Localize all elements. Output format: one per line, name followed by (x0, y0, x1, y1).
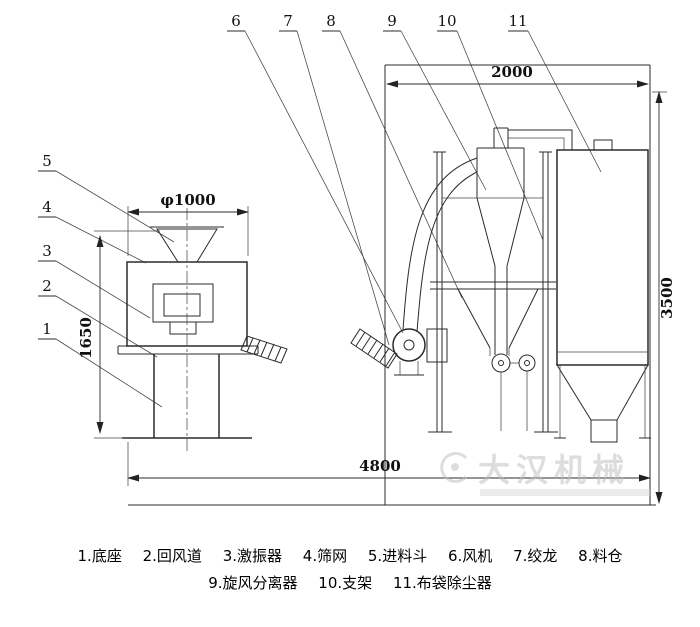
legend-item-5: 5.进料斗 (367, 547, 428, 565)
watermark-subtext-bar (480, 489, 650, 496)
watermark-logo-dot (451, 463, 459, 471)
callout-6: 6 (231, 12, 241, 30)
dim-label-assembly-height: 3500 (658, 277, 676, 319)
legend-item-9: 9.旋风分离器 (208, 574, 298, 592)
callout-5-leader (55, 170, 175, 243)
legend-item-3: 3.激振器 (222, 547, 283, 565)
legend-item-8: 8.料仓 (578, 547, 623, 565)
rotary-valve (491, 353, 511, 373)
callout-8: 8 (326, 12, 336, 30)
legend-item-6: 6.风机 (447, 547, 493, 565)
watermark-brand: 大汉机械 (478, 451, 630, 489)
legend: 1.底座 2.回风道 3.激振器 4.筛网 5.进料斗 6.风机 7.绞龙 8.… (0, 543, 700, 597)
callout-8-leader (339, 30, 463, 299)
callout-11-leader (527, 30, 602, 173)
callout-1-leader (55, 338, 163, 408)
fan (392, 328, 426, 362)
cyclone-cone-left (476, 197, 496, 267)
legend-item-1: 1.底座 (77, 547, 122, 565)
fan-hub (403, 339, 415, 351)
vibrating-screen (117, 208, 288, 452)
exciter-mount (169, 321, 197, 335)
auger-hatch (355, 331, 396, 367)
callout-1: 1 (42, 320, 52, 338)
dim-label-screen-height: 1650 (77, 317, 95, 359)
callout-5: 5 (42, 152, 52, 170)
exciter-box (163, 293, 201, 317)
legend-item-2: 2.回风道 (142, 547, 202, 565)
legend-item-7: 7.绞龙 (513, 547, 558, 565)
callout-4: 4 (42, 198, 52, 216)
fan-duct-inner (416, 171, 478, 333)
callout-11: 11 (508, 12, 527, 30)
fan-motor (426, 328, 448, 363)
fan-duct-outer (402, 157, 478, 331)
callout-10: 10 (437, 12, 456, 30)
bin-cone-right (508, 288, 539, 349)
legend-line-1: 1.底座 2.回风道 3.激振器 4.筛网 5.进料斗 6.风机 7.绞龙 8.… (0, 543, 700, 570)
bag-filter-cap (593, 139, 613, 151)
callout-9-leader (400, 30, 487, 191)
callout-3-leader (55, 260, 151, 319)
valve-pulley-hub (524, 360, 530, 366)
bag-filter-hopper-right (616, 364, 649, 421)
valve-pulley (518, 354, 536, 372)
dust-collection-assembly (128, 64, 656, 506)
discharge-chute-hatch (246, 337, 282, 362)
callout-7: 7 (283, 12, 293, 30)
watermark: 大汉机械 (440, 451, 650, 496)
watermark-logo-icon (440, 452, 468, 483)
bin-cone-left (457, 288, 491, 349)
cyclone-to-filter-duct (508, 129, 573, 150)
legend-item-4: 4.筛网 (302, 547, 348, 565)
callout-7-leader (296, 30, 390, 346)
callout-9: 9 (387, 12, 397, 30)
dimensions: φ1000 1650 2000 3500 4800 (77, 63, 676, 504)
bag-filter-body (556, 149, 649, 366)
dim-label-top-width: 2000 (491, 63, 533, 81)
bag-filter-outlet (590, 419, 618, 443)
top-callouts: 6 7 8 9 10 11 (227, 12, 602, 346)
legend-item-11: 11.布袋除尘器 (392, 574, 492, 592)
dim-label-overall-width: 4800 (359, 457, 401, 475)
auger (350, 328, 398, 369)
callout-2: 2 (42, 277, 52, 295)
technical-drawing: 6 7 8 9 10 11 5 4 3 2 1 (38, 12, 676, 506)
bag-filter-hopper-left (556, 364, 592, 421)
cyclone-cone-right (506, 197, 525, 267)
legend-line-2: 9.旋风分离器 10.支架 11.布袋除尘器 (0, 570, 700, 597)
callout-10-leader (456, 30, 544, 241)
dim-label-hopper-diameter: φ1000 (160, 191, 215, 209)
rotary-valve-hub (498, 360, 504, 366)
cyclone-to-filter-duct-inner (508, 137, 565, 150)
callout-4-leader (55, 216, 147, 264)
legend-item-10: 10.支架 (318, 574, 373, 592)
callout-6-leader (244, 30, 404, 334)
callout-3: 3 (42, 242, 52, 260)
callout-2-leader (55, 295, 158, 358)
